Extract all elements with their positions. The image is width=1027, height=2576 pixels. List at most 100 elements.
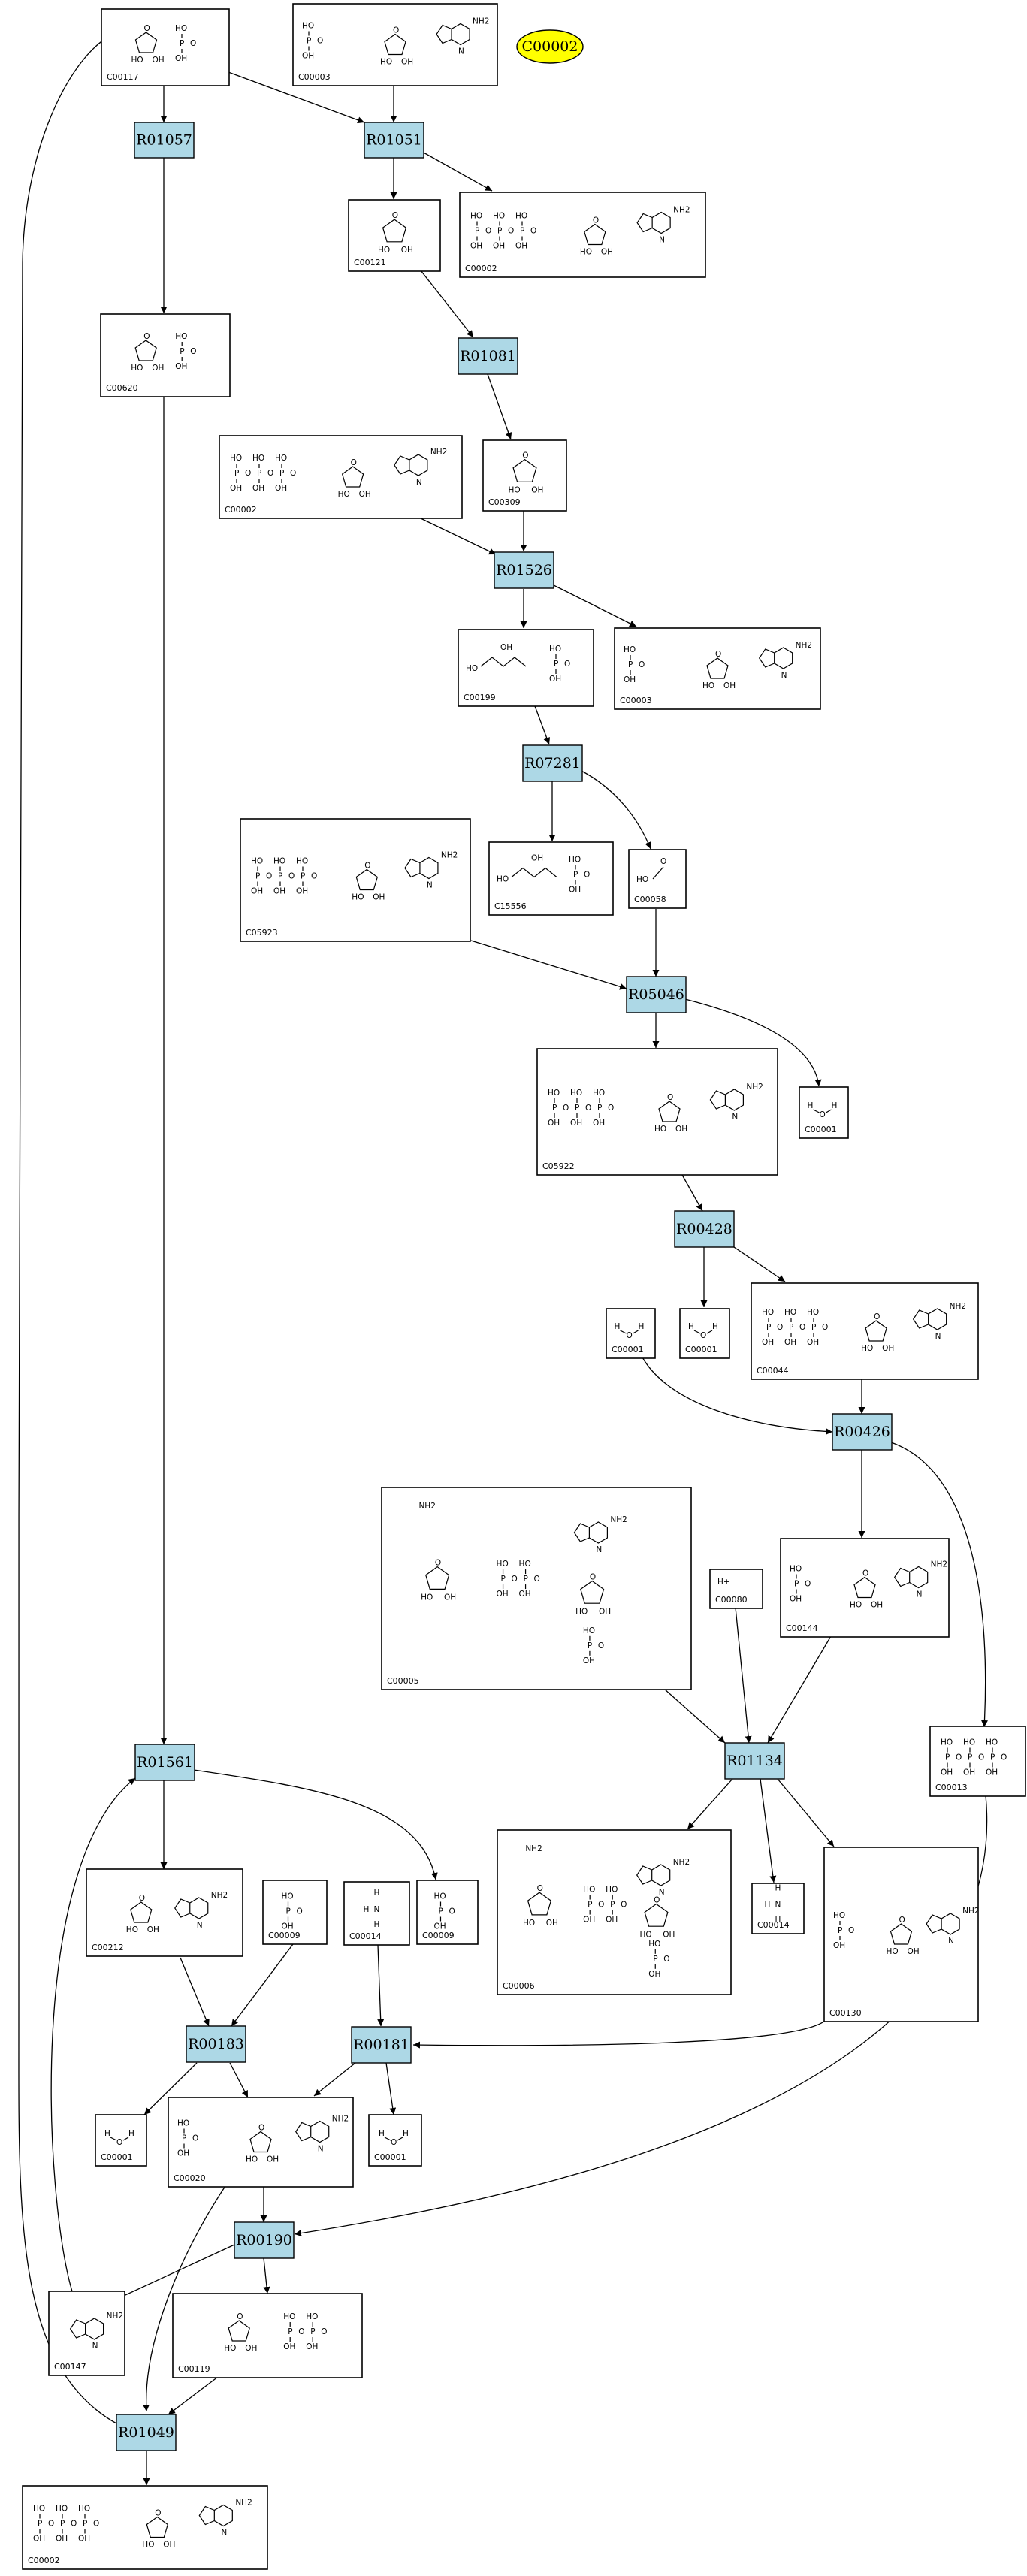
reaction-box[interactable] bbox=[186, 2025, 246, 2063]
compound-box[interactable] bbox=[929, 1726, 1026, 1797]
reaction-r01081[interactable]: R01081 bbox=[458, 337, 518, 375]
compound-box[interactable] bbox=[348, 199, 441, 272]
highlight-ellipse[interactable] bbox=[516, 29, 584, 64]
compound-box[interactable] bbox=[679, 1308, 730, 1359]
compound-box[interactable] bbox=[751, 1282, 979, 1380]
reaction-r01561[interactable]: R01561 bbox=[134, 1744, 195, 1781]
reaction-r05046[interactable]: R05046 bbox=[626, 976, 687, 1013]
reaction-box[interactable] bbox=[116, 2414, 177, 2451]
reaction-box[interactable] bbox=[626, 976, 687, 1013]
reaction-box[interactable] bbox=[724, 1742, 785, 1780]
phosphorus-label: P bbox=[968, 1753, 972, 1762]
reaction-r00183[interactable]: R00183 bbox=[186, 2025, 246, 2063]
compound-box[interactable] bbox=[482, 439, 567, 512]
reaction-r00190[interactable]: R00190 bbox=[234, 2221, 295, 2259]
reaction-r01057[interactable]: R01057 bbox=[134, 122, 195, 159]
compound-box[interactable] bbox=[799, 1086, 849, 1139]
compound-box[interactable] bbox=[86, 1868, 243, 1957]
reaction-box[interactable] bbox=[134, 122, 195, 159]
compound-box[interactable] bbox=[628, 849, 687, 909]
compound-box[interactable] bbox=[95, 2114, 147, 2167]
reaction-r00428[interactable]: R00428 bbox=[674, 1210, 735, 1248]
reaction-r01051[interactable]: R01051 bbox=[364, 122, 424, 159]
compound-box[interactable] bbox=[292, 3, 498, 86]
compound-box[interactable] bbox=[240, 818, 471, 942]
reaction-r01526[interactable]: R01526 bbox=[494, 551, 554, 589]
reaction-box[interactable] bbox=[458, 337, 518, 375]
reaction-box[interactable] bbox=[522, 744, 583, 782]
reaction-box[interactable] bbox=[832, 1413, 893, 1451]
reaction-box[interactable] bbox=[364, 122, 424, 159]
compound-box[interactable] bbox=[101, 8, 230, 86]
compound-box[interactable] bbox=[219, 435, 463, 519]
reaction-r07281[interactable]: R07281 bbox=[522, 744, 583, 782]
compound-box[interactable] bbox=[536, 1048, 778, 1176]
reaction-box[interactable] bbox=[234, 2221, 295, 2259]
compound-box[interactable] bbox=[488, 841, 614, 916]
compound-box[interactable] bbox=[368, 2114, 422, 2167]
compound-box[interactable] bbox=[343, 1881, 410, 1946]
compound-box[interactable] bbox=[172, 2293, 363, 2378]
compound-box[interactable] bbox=[780, 1538, 950, 1638]
compound-box[interactable] bbox=[262, 1880, 328, 1945]
reaction-r00426[interactable]: R00426 bbox=[832, 1413, 893, 1451]
compound-box[interactable] bbox=[606, 1308, 656, 1359]
oxygen-label: O bbox=[298, 2327, 304, 2336]
compound-box[interactable] bbox=[709, 1569, 763, 1609]
highlight-tag[interactable]: C00002 bbox=[516, 29, 584, 64]
compound-box[interactable] bbox=[459, 192, 706, 278]
reaction-r00181[interactable]: R00181 bbox=[351, 2026, 412, 2064]
compound-box[interactable] bbox=[614, 627, 821, 710]
compound-box[interactable] bbox=[497, 1829, 732, 1995]
reaction-box[interactable] bbox=[494, 551, 554, 589]
reaction-box[interactable] bbox=[674, 1210, 735, 1248]
compound-box[interactable] bbox=[458, 629, 594, 707]
reaction-r01134[interactable]: R01134 bbox=[724, 1742, 785, 1780]
compound-c00080[interactable]: H+C00080 bbox=[709, 1569, 763, 1609]
compound-box[interactable] bbox=[100, 313, 231, 397]
reaction-box[interactable] bbox=[134, 1744, 195, 1781]
compound-box[interactable] bbox=[381, 1487, 692, 1690]
compound-box[interactable] bbox=[751, 1883, 805, 1934]
reaction-box[interactable] bbox=[351, 2026, 412, 2064]
reaction-r01049[interactable]: R01049 bbox=[116, 2414, 177, 2451]
compound-box[interactable] bbox=[48, 2291, 125, 2376]
compound-box[interactable] bbox=[416, 1880, 479, 1945]
compound-box[interactable] bbox=[823, 1847, 979, 2022]
compound-box[interactable] bbox=[168, 2097, 354, 2188]
compound-box[interactable] bbox=[22, 2485, 268, 2570]
